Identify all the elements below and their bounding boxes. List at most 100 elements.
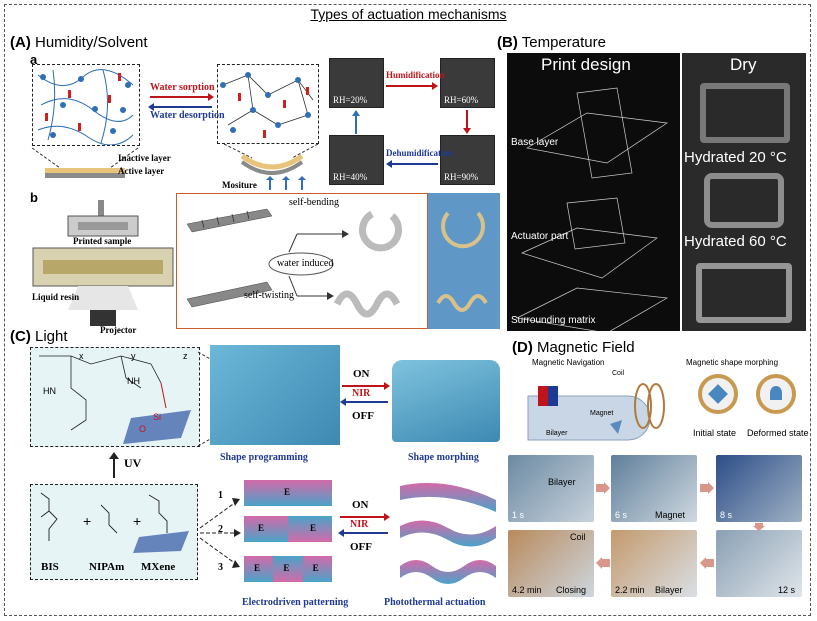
hydrated-photo-panel: Dry Hydrated 20 °C Hydrated 60 °C [682, 53, 806, 331]
dry-label: Dry [730, 55, 757, 74]
active-layer-label: Active layer [118, 166, 165, 176]
frame-5-label: Bilayer [655, 585, 683, 595]
frame-2-label: Magnet [655, 510, 686, 520]
plus-1: + [83, 513, 92, 529]
chem-nh: NH [127, 376, 140, 386]
self-morph-photo-shapes [436, 211, 488, 312]
on-label-top: ON [353, 368, 370, 380]
pattern-2-num: 2 [218, 524, 223, 535]
polymer-network-wet [220, 72, 314, 138]
network-dry-box [32, 64, 140, 146]
frame-2: 6 s Magnet [611, 455, 697, 522]
panel-b-title: (B) Temperature [497, 34, 606, 51]
frame-1-label: Bilayer [548, 477, 576, 487]
nipam-label: NIPAm [89, 561, 125, 573]
panel-d-title: (D) Magnetic Field [512, 339, 635, 356]
initial-state-label: Initial state [693, 428, 737, 438]
frame-arrow-5 [596, 557, 610, 569]
deformed-state-label: Deformed state [747, 428, 809, 438]
mxene-polymer-structure: x y z HN NH Si O [30, 347, 200, 447]
bis-label: BIS [41, 561, 59, 573]
chem-y: y [131, 351, 136, 361]
e-label-3c: E [312, 563, 319, 573]
frame-3-time: 8 s [720, 510, 733, 520]
hydrated20-sample [704, 173, 784, 228]
actuator-part-label: Actuator part [511, 231, 569, 242]
e-label-2a: E [258, 523, 265, 533]
on-off-arrows-bottom [338, 513, 390, 537]
photo-rh20: RH=20% [329, 58, 384, 108]
mositure-label: Mositure [222, 180, 257, 190]
frame-arrow-1 [596, 482, 610, 494]
chem-hn: HN [43, 386, 56, 396]
polymer-structure-drawing [39, 355, 191, 444]
pattern-1-num: 1 [218, 490, 223, 501]
frame-4-time: 12 s [778, 585, 796, 595]
monomer-box: + + BIS NIPAm MXene [30, 484, 198, 580]
liquid-resin-label: Liquid resin [32, 292, 80, 302]
pattern-3-c: E [302, 556, 332, 582]
projector-label: Projector [100, 325, 137, 335]
frame-6-time: 4.2 min [512, 585, 542, 595]
base-layer-label: Base layer [511, 137, 559, 148]
layer-schematic [31, 147, 139, 178]
nir-label-top: NIR [352, 388, 371, 399]
self-morph-box: self-bending water induced self-twisting [176, 193, 428, 329]
panel-d-name: Magnetic Field [537, 339, 635, 356]
frame-6-coil: Coil [570, 532, 586, 542]
panel-a-label: (A) [10, 34, 31, 51]
moisture-arrows [266, 176, 306, 190]
self-morph-photo [428, 193, 500, 329]
dehumidification-label: Dehumidification [386, 148, 454, 158]
rh90-label: RH=90% [444, 172, 479, 182]
photothermal-shapes [400, 483, 496, 584]
chem-x: x [79, 351, 84, 361]
panel-b-label: (B) [497, 34, 518, 51]
frame-arrow-2 [700, 482, 714, 494]
inactive-layer-label: Inactive layer [118, 153, 171, 163]
hydrated20-label: Hydrated 20 °C [684, 149, 787, 166]
pattern-block-1: E [244, 480, 332, 506]
magnetic-shape-morphing-label: Magnetic shape morphing [686, 358, 779, 367]
zoom-lines [198, 351, 212, 447]
sorption-arrows [148, 93, 214, 111]
uv-arrow [109, 452, 119, 478]
porous-hydrogel-programmed [210, 345, 340, 445]
sub-b-label: b [30, 190, 38, 205]
chem-z: z [183, 351, 188, 361]
initial-state-ring [698, 374, 738, 414]
off-label-bottom: OFF [350, 541, 372, 553]
porous-hydrogel-morphed [392, 360, 500, 442]
nir-label-bottom: NIR [350, 519, 369, 530]
hydrated60-sample [696, 263, 792, 323]
chem-si: Si [153, 412, 162, 422]
navigation-schematic [527, 383, 665, 441]
photothermal-label: Photothermal actuation [384, 597, 486, 608]
lattice-drawings [515, 87, 669, 331]
e-label-3b: E [283, 563, 290, 573]
chem-o: O [139, 424, 147, 434]
printed-sample-label: Printed sample [73, 236, 132, 246]
pattern-block-3: E E E [244, 556, 332, 582]
e-label-3a: E [254, 563, 261, 573]
panel-c-title: (C) Light [10, 328, 68, 345]
pattern-3-a: E [244, 556, 274, 582]
water-desorption-label: Water desorption [150, 110, 225, 121]
panel-c-name: Light [35, 328, 68, 345]
panel-a-name: Humidity/Solvent [35, 34, 148, 51]
water-induced-label: water induced [277, 258, 334, 269]
bilayer-label-top: Bilayer [546, 430, 568, 437]
dehumid-arrow [386, 160, 438, 168]
frame-arrow-3 [753, 523, 765, 531]
figure-frame [4, 4, 811, 616]
rh60-label: RH=60% [444, 95, 479, 105]
humid-arrow [386, 82, 438, 90]
magnetic-navigation-label: Magnetic Navigation [532, 358, 605, 367]
sub-a-label: a [30, 52, 38, 67]
pattern-2-half-b: E [288, 516, 332, 542]
deformed-state-star [770, 386, 782, 400]
hydrated60-label: Hydrated 60 °C [684, 233, 787, 250]
photo-rh90: RH=90% [440, 135, 495, 185]
dlp-printer-schematic [32, 200, 174, 326]
bent-bilayer [223, 144, 319, 175]
